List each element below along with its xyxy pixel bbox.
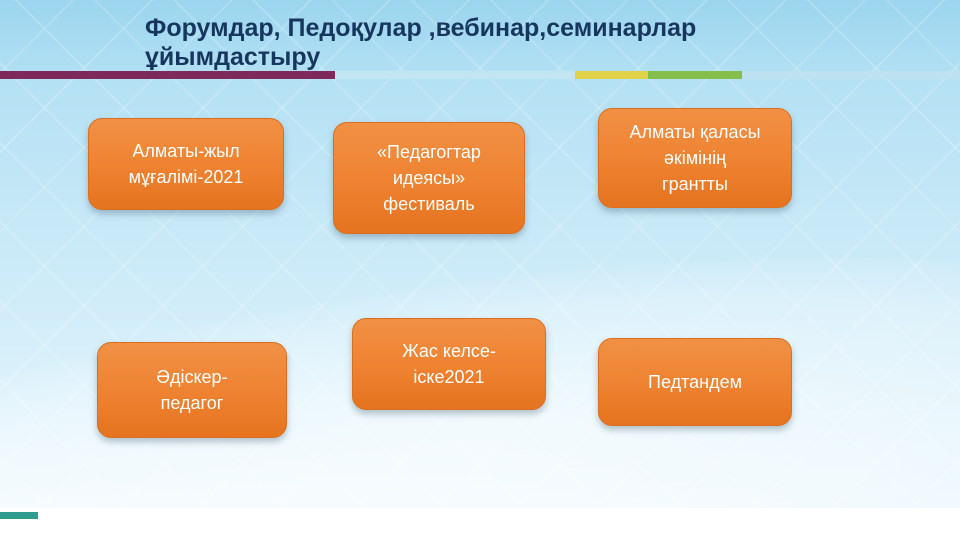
card-adisker-pedagog: Әдіскер- педагог xyxy=(97,342,287,438)
slide-title: Форумдар, Педоқулар ,вебинар,семинарлар … xyxy=(145,14,697,71)
card-pedagogtar-ideyasy: «Педагогтар идеясы» фестиваль xyxy=(333,122,525,234)
footer-accent-bar xyxy=(0,512,38,519)
card-label: Педтандем xyxy=(648,371,742,392)
card-pedtandem: Педтандем xyxy=(598,338,792,426)
card-label: Алматы-жыл мұғалімі-2021 xyxy=(128,140,244,187)
card-label: «Педагогтар идеясы» фестиваль xyxy=(377,141,481,215)
footer-bar xyxy=(0,508,960,540)
card-almaty-zhyl-mugalimi: Алматы-жыл мұғалімі-2021 xyxy=(88,118,284,210)
card-label: Әдіскер- педагог xyxy=(156,366,228,413)
card-almaty-akim-granty: Алматы қаласы әкімінің грантты xyxy=(598,108,792,208)
card-label: Алматы қаласы әкімінің грантты xyxy=(629,121,761,195)
card-label: Жас келсе- іске2021 xyxy=(402,340,496,387)
accent-stripe xyxy=(0,71,960,79)
card-zhas-kelse-iske: Жас келсе- іске2021 xyxy=(352,318,546,410)
